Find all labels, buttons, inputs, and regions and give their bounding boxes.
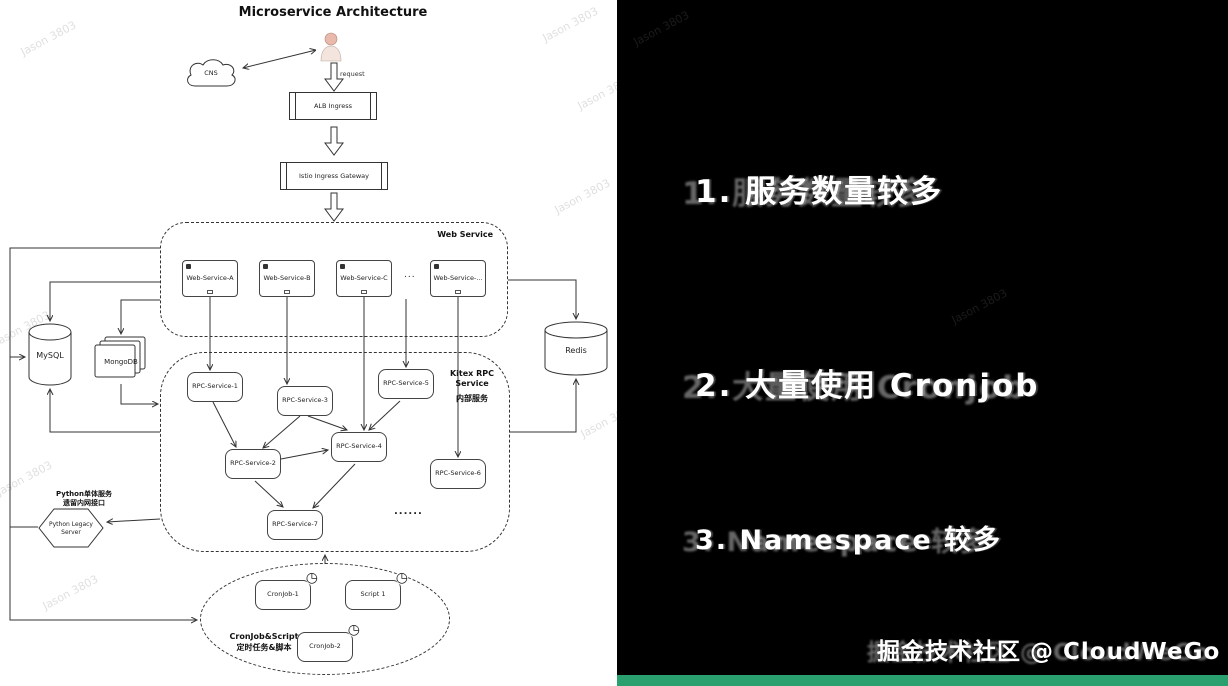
python-caption-line1: Python单体服务 xyxy=(56,490,112,498)
deployment-icon xyxy=(186,264,191,269)
cns-cloud-icon: CNS xyxy=(183,55,239,91)
cron-label-line2: 定时任务&脚本 xyxy=(236,643,292,653)
mongodb-label: MongoDB xyxy=(104,358,138,366)
clock-icon: ◷ xyxy=(305,570,318,586)
down-arrow-icon xyxy=(324,192,344,222)
cronjob-group-label: CronJob&Script 定时任务&脚本 xyxy=(218,631,310,653)
node-label: Web-Service-C xyxy=(340,273,388,282)
status-icon xyxy=(207,290,213,294)
node-label: Web-Service-A xyxy=(186,273,234,282)
node-label: CronJob-2 xyxy=(309,642,341,651)
node-rpc-service-4: RPC-Service-4 xyxy=(331,432,387,462)
node-rpc-service-1: RPC-Service-1 xyxy=(187,372,243,402)
node-rpc-service-5: RPC-Service-5 xyxy=(378,369,434,399)
node-rpc-service-6: RPC-Service-6 xyxy=(430,459,486,489)
ellipsis: ... xyxy=(404,270,416,280)
watermark: Jason 3803 xyxy=(949,286,1010,327)
node-label: Script 1 xyxy=(360,590,386,599)
python-caption-line2: 遗留内网接口 xyxy=(63,499,105,508)
node-web-service-a: Web-Service-A xyxy=(182,260,238,297)
redis-cylinder: Redis xyxy=(544,321,608,377)
clock-icon: ◷ xyxy=(347,622,360,638)
mysql-label: MySQL xyxy=(36,351,64,360)
web-service-group-label: Web Service xyxy=(437,230,493,239)
connector-layer xyxy=(9,0,617,686)
cronjob-group xyxy=(200,563,450,675)
mysql-cylinder: MySQL xyxy=(28,323,72,387)
status-icon xyxy=(455,290,461,294)
istio-gateway-node: Istio Ingress Gateway xyxy=(280,162,388,190)
cns-label: CNS xyxy=(204,69,218,77)
slide-point-1: 1. 服务数量较多 xyxy=(695,174,944,210)
node-web-service-more: Web-Service-... xyxy=(430,260,486,297)
deployment-icon xyxy=(263,264,268,269)
kitex-rpc-group: Kitex RPC Service 内部服务 xyxy=(160,352,510,552)
node-cronjob-2: CronJob-2 ◷ xyxy=(297,623,360,662)
slide-point-3: 3. Namespace 较多 xyxy=(695,525,1003,556)
watermark: Jason 3803 xyxy=(631,8,692,49)
node-label: Web-Service-... xyxy=(433,273,483,282)
mongodb-stack: MongoDB xyxy=(94,336,148,382)
down-arrow-icon xyxy=(324,62,344,92)
deployment-icon xyxy=(340,264,345,269)
diagram-title: Microservice Architecture xyxy=(238,5,428,20)
node-web-service-c: Web-Service-C xyxy=(336,260,392,297)
user-icon xyxy=(318,32,344,66)
deployment-icon xyxy=(434,264,439,269)
node-web-service-b: Web-Service-B xyxy=(259,260,315,297)
node-rpc-service-2: RPC-Service-2 xyxy=(225,449,281,479)
node-label: Web-Service-B xyxy=(263,273,311,282)
slide-panel: 1. 服务数量较多 2. 大量使用 Cronjob 3. Namespace 较… xyxy=(617,0,1228,686)
redis-label: Redis xyxy=(565,346,587,355)
kitex-label-line2: 内部服务 xyxy=(456,394,488,403)
clock-icon: ◷ xyxy=(395,570,408,586)
node-script-1: Script 1 ◷ xyxy=(345,571,408,610)
community-footer: 掘金技术社区 @ CloudWeGo xyxy=(877,639,1221,665)
kitex-rpc-group-label: Kitex RPC Service 内部服务 xyxy=(439,369,505,404)
down-arrow-icon xyxy=(324,126,344,156)
node-rpc-service-3: RPC-Service-3 xyxy=(277,386,333,416)
accent-bar xyxy=(617,675,1228,686)
request-label: request xyxy=(340,70,365,78)
cron-label-line1: CronJob&Script xyxy=(229,632,299,641)
status-icon xyxy=(284,290,290,294)
node-rpc-service-7: RPC-Service-7 xyxy=(267,510,323,540)
kitex-label-line1: Kitex RPC Service xyxy=(449,369,495,388)
node-cronjob-1: CronJob-1 ◷ xyxy=(255,571,318,610)
architecture-diagram-pane: Microservice Architecture request CNS AL… xyxy=(0,0,639,686)
node-label: CronJob-1 xyxy=(267,590,299,599)
status-icon xyxy=(361,290,367,294)
python-service-caption: Python单体服务 遗留内网接口 xyxy=(28,490,140,508)
ellipsis: ...... xyxy=(394,506,423,517)
python-node-label: Python Legacy Server xyxy=(49,521,93,536)
alb-ingress-node: ALB Ingress xyxy=(289,92,377,120)
slide-point-2: 2. 大量使用 Cronjob xyxy=(695,368,1040,404)
python-legacy-hexagon: Python Legacy Server xyxy=(38,508,104,548)
web-service-group: Web Service xyxy=(160,222,508,337)
